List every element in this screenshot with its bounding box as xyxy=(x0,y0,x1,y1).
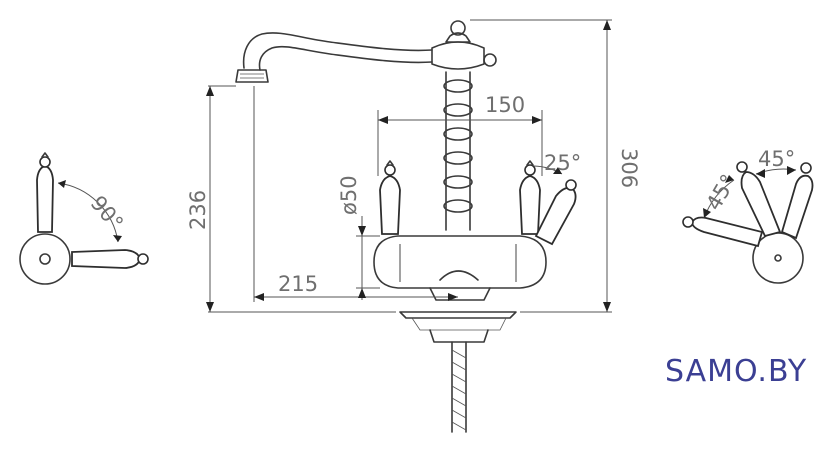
right-rotation-view: 45° 45° xyxy=(682,147,814,284)
left-horizontal-knob-icon xyxy=(137,253,149,265)
reach-line xyxy=(253,86,458,302)
spout-arm-upper xyxy=(242,32,433,69)
left-base-circle xyxy=(19,233,71,285)
right-arc-b-arrow-start-icon xyxy=(756,169,765,178)
column-ring-3 xyxy=(443,127,473,141)
total-height-line xyxy=(470,19,612,313)
mounting-washer xyxy=(429,329,489,343)
right-handle-tilted xyxy=(534,186,577,246)
top-finial-ball xyxy=(450,20,466,36)
right-view-side-knob-icon xyxy=(682,216,694,228)
supply-hose xyxy=(451,341,467,433)
left-handle-tip-icon xyxy=(386,160,394,166)
spout-arm-lower xyxy=(258,45,433,71)
right-view-center-lever xyxy=(740,171,782,238)
dimension-lines: 306 236 215 150 ø50 25° xyxy=(186,19,641,313)
left-handle-knob-icon xyxy=(384,164,396,176)
spout-height-arrow-top-icon xyxy=(206,86,214,96)
diameter-arrow-bottom-icon xyxy=(358,288,366,298)
left-base-center xyxy=(39,253,51,265)
right-arc-a-arrow-start-icon xyxy=(703,208,711,218)
hub-side-knob-icon xyxy=(483,53,497,67)
mounting-nut xyxy=(411,317,507,331)
faucet-elevation xyxy=(235,20,577,433)
handle-spacing-line xyxy=(377,110,543,176)
top-finial-collar xyxy=(445,32,471,43)
right-arc-b-arrow-end-icon xyxy=(787,166,796,175)
right-view-right-lever xyxy=(780,174,814,240)
aerator-thread xyxy=(240,73,264,79)
left-vertical-lever xyxy=(36,165,54,233)
right-arc-a-arrow-end-icon xyxy=(725,175,734,183)
base-flare xyxy=(439,270,479,281)
spout-hub xyxy=(431,41,485,70)
spout-height-line xyxy=(208,85,396,313)
reach-arrow-left-icon xyxy=(254,293,264,301)
right-handle-knob-icon xyxy=(524,164,536,176)
tilt-label: 25° xyxy=(544,151,581,175)
mixer-body-seams xyxy=(399,244,517,282)
right-view-center-knob-icon xyxy=(736,161,748,173)
mixer-body xyxy=(373,235,547,289)
total-height-label: 306 xyxy=(617,148,641,188)
reach-arrow-right-icon xyxy=(448,293,458,301)
total-height-arrow-bottom-icon xyxy=(603,302,611,312)
right-view-side-lever xyxy=(691,216,764,248)
column-ring-6 xyxy=(443,199,473,213)
column-ring-2 xyxy=(443,103,473,117)
left-horizontal-lever xyxy=(71,249,141,269)
right-view-right-knob-icon xyxy=(800,162,812,174)
handle-spacing-label: 150 xyxy=(485,93,525,117)
column-ring-5 xyxy=(443,175,473,189)
left-arc-arrow-end-icon xyxy=(113,235,122,242)
right-rotation-label-b: 45° xyxy=(758,147,795,171)
spacing-arrow-left-icon xyxy=(378,116,388,124)
right-handle xyxy=(519,175,541,235)
left-rotation-arc xyxy=(57,182,119,243)
reach-label: 215 xyxy=(278,272,318,296)
brand-logo: SAMO.BY xyxy=(665,354,808,389)
column-ring-1 xyxy=(443,79,473,93)
tilted-handle-knob-icon xyxy=(565,179,577,191)
total-height-arrow-top-icon xyxy=(603,20,611,30)
left-arc-arrow-start-icon xyxy=(58,180,66,188)
left-rotation-view: 90° xyxy=(19,152,149,285)
column-ring-4 xyxy=(443,151,473,165)
left-lever-tip-icon xyxy=(41,152,49,158)
spout-height-arrow-bottom-icon xyxy=(206,302,214,312)
right-rotation-label-a: 45° xyxy=(702,170,741,214)
aerator-body xyxy=(235,69,269,83)
left-handle xyxy=(379,175,401,235)
central-column xyxy=(445,71,471,231)
left-lever-knob-icon xyxy=(39,156,51,168)
right-handle-tip-icon xyxy=(526,160,534,166)
base-neck xyxy=(429,287,491,301)
hose-braid xyxy=(451,349,467,431)
spout-height-label: 236 xyxy=(186,190,210,230)
body-diameter-label: ø50 xyxy=(337,175,361,215)
right-base-center xyxy=(774,254,782,262)
diameter-arrow-top-icon xyxy=(358,226,366,236)
spacing-arrow-right-icon xyxy=(532,116,542,124)
deck-flange xyxy=(399,311,517,319)
tilt-arc-arrow-icon xyxy=(553,167,562,174)
